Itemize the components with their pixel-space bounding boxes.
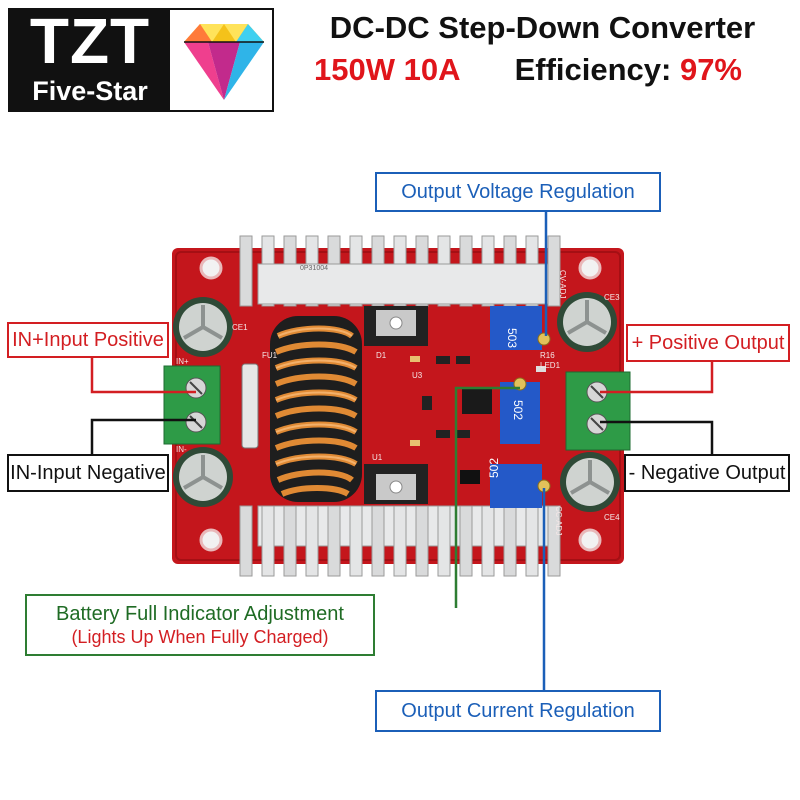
silk-ce1: CE1 [232, 323, 248, 332]
bottom-heatsink [239, 505, 561, 577]
pot-502b-text: 502 [487, 458, 501, 478]
power-rating: 150W 10A [314, 52, 460, 87]
control-circuitry [410, 356, 546, 484]
silk-ce4: CE4 [604, 513, 620, 522]
product-specs: 150W 10A Efficiency: 97% [300, 52, 795, 88]
output-terminal-block [565, 371, 631, 451]
silk-fu1: FU1 [262, 351, 278, 360]
input-positive-callout: IN+Input Positive [7, 322, 169, 358]
leader-in-positive [90, 356, 196, 394]
negative-output-callout: - Negative Output [624, 454, 790, 492]
chip-code-text: 0P31004 [300, 265, 328, 272]
input-terminal-block [163, 365, 221, 445]
power-transistors [364, 306, 428, 504]
diamond-icon [184, 24, 264, 100]
silk-cc-adj: CC-ADJ [554, 506, 563, 535]
pot-503-text: 503 [505, 328, 519, 348]
silk-in-plus: IN+ [176, 357, 189, 366]
leader-positive-output [600, 360, 714, 394]
silkscreen-labels: CE1 CE3 CE4 FU1 D1 U1 U3 R16 LED1 IN+ IN… [176, 270, 620, 535]
current-potentiometer: 502 [487, 458, 551, 508]
battery-indicator-title: Battery Full Indicator Adjustment [56, 603, 344, 625]
product-title: DC-DC Step-Down Converter [329, 10, 756, 45]
top-heatsink: 0P31004 [239, 235, 561, 307]
silk-in-minus: IN- [176, 445, 187, 454]
silk-led1: LED1 [540, 361, 561, 370]
silk-ce3: CE3 [604, 293, 620, 302]
leader-battery-indicator [454, 386, 520, 608]
efficiency-value: 97% [679, 52, 742, 87]
battery-indicator-callout: Battery Full Indicator Adjustment (Light… [25, 594, 375, 656]
battery-indicator-note: (Lights Up When Fully Charged) [71, 627, 329, 647]
mounting-holes [199, 256, 602, 552]
output-current-callout: Output Current Regulation [375, 690, 661, 732]
silk-u3: U3 [412, 371, 423, 380]
battery-indicator-potentiometer: 502 [500, 377, 540, 444]
silk-r16: R16 [540, 351, 555, 360]
capacitors [173, 292, 620, 512]
logo-black-panel [10, 10, 170, 110]
fuse [241, 363, 259, 449]
logo-sub-text: Five-Star [32, 76, 148, 106]
silk-u1: U1 [372, 453, 383, 462]
voltage-potentiometer: 503 [490, 306, 551, 350]
toroid-inductor [270, 316, 362, 502]
brand-logo: TZT Five-Star [8, 5, 274, 112]
positive-output-callout: + Positive Output [626, 324, 790, 362]
leader-negative-output [600, 420, 714, 456]
pot-502a-text: 502 [511, 400, 525, 420]
input-negative-callout: IN-Input Negative [7, 454, 169, 492]
silk-cv-adj: CV-ADJ [558, 270, 567, 298]
output-voltage-callout: Output Voltage Regulation [375, 172, 661, 212]
leader-in-negative [90, 418, 196, 456]
logo-brand-text: TZT [29, 5, 151, 77]
efficiency-label: Efficiency: [514, 52, 680, 87]
silk-d1: D1 [376, 351, 387, 360]
